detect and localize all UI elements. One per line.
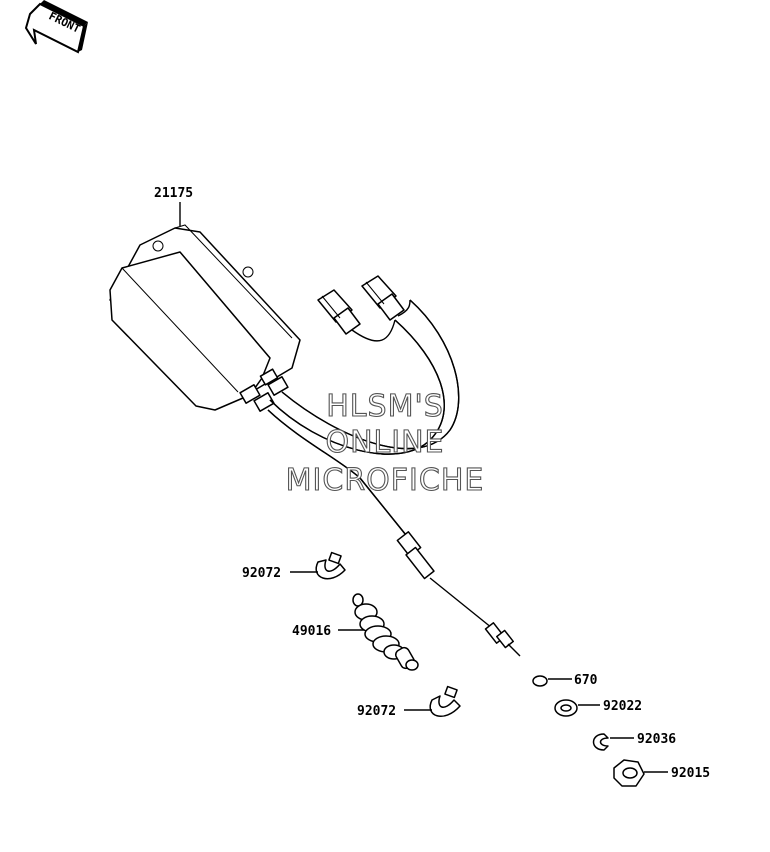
circlip-92036 bbox=[592, 733, 634, 751]
boot-49016 bbox=[338, 593, 419, 671]
clamp-92072-lower bbox=[404, 685, 461, 717]
watermark: HLSM'S ONLINE MICROFICHE bbox=[285, 388, 485, 498]
clamp-92072-upper bbox=[290, 551, 346, 580]
part-number-92036: 92036 bbox=[637, 732, 676, 747]
watermark-line-3: MICROFICHE bbox=[286, 463, 485, 498]
part-number-92022: 92022 bbox=[603, 699, 642, 714]
part-number-670: 670 bbox=[574, 673, 598, 688]
watermark-line-1: HLSM'S bbox=[326, 389, 444, 424]
wire-harness bbox=[269, 275, 460, 455]
part-number-49016: 49016 bbox=[292, 624, 331, 639]
control-unit-21175 bbox=[109, 202, 301, 412]
washer-92022 bbox=[554, 699, 600, 717]
nut-92015 bbox=[613, 759, 668, 787]
watermark-line-2: ONLINE bbox=[325, 425, 444, 460]
connector-left-icon bbox=[317, 289, 361, 335]
part-number-92072-lower: 92072 bbox=[357, 704, 396, 719]
oring-670 bbox=[532, 675, 572, 687]
cable-assembly bbox=[267, 409, 521, 657]
part-number-92072-upper: 92072 bbox=[242, 566, 281, 581]
part-number-92015: 92015 bbox=[671, 766, 710, 781]
part-number-21175: 21175 bbox=[154, 186, 193, 201]
front-arrow-icon: FRONT bbox=[24, 0, 88, 54]
connector-right-icon bbox=[361, 275, 405, 321]
